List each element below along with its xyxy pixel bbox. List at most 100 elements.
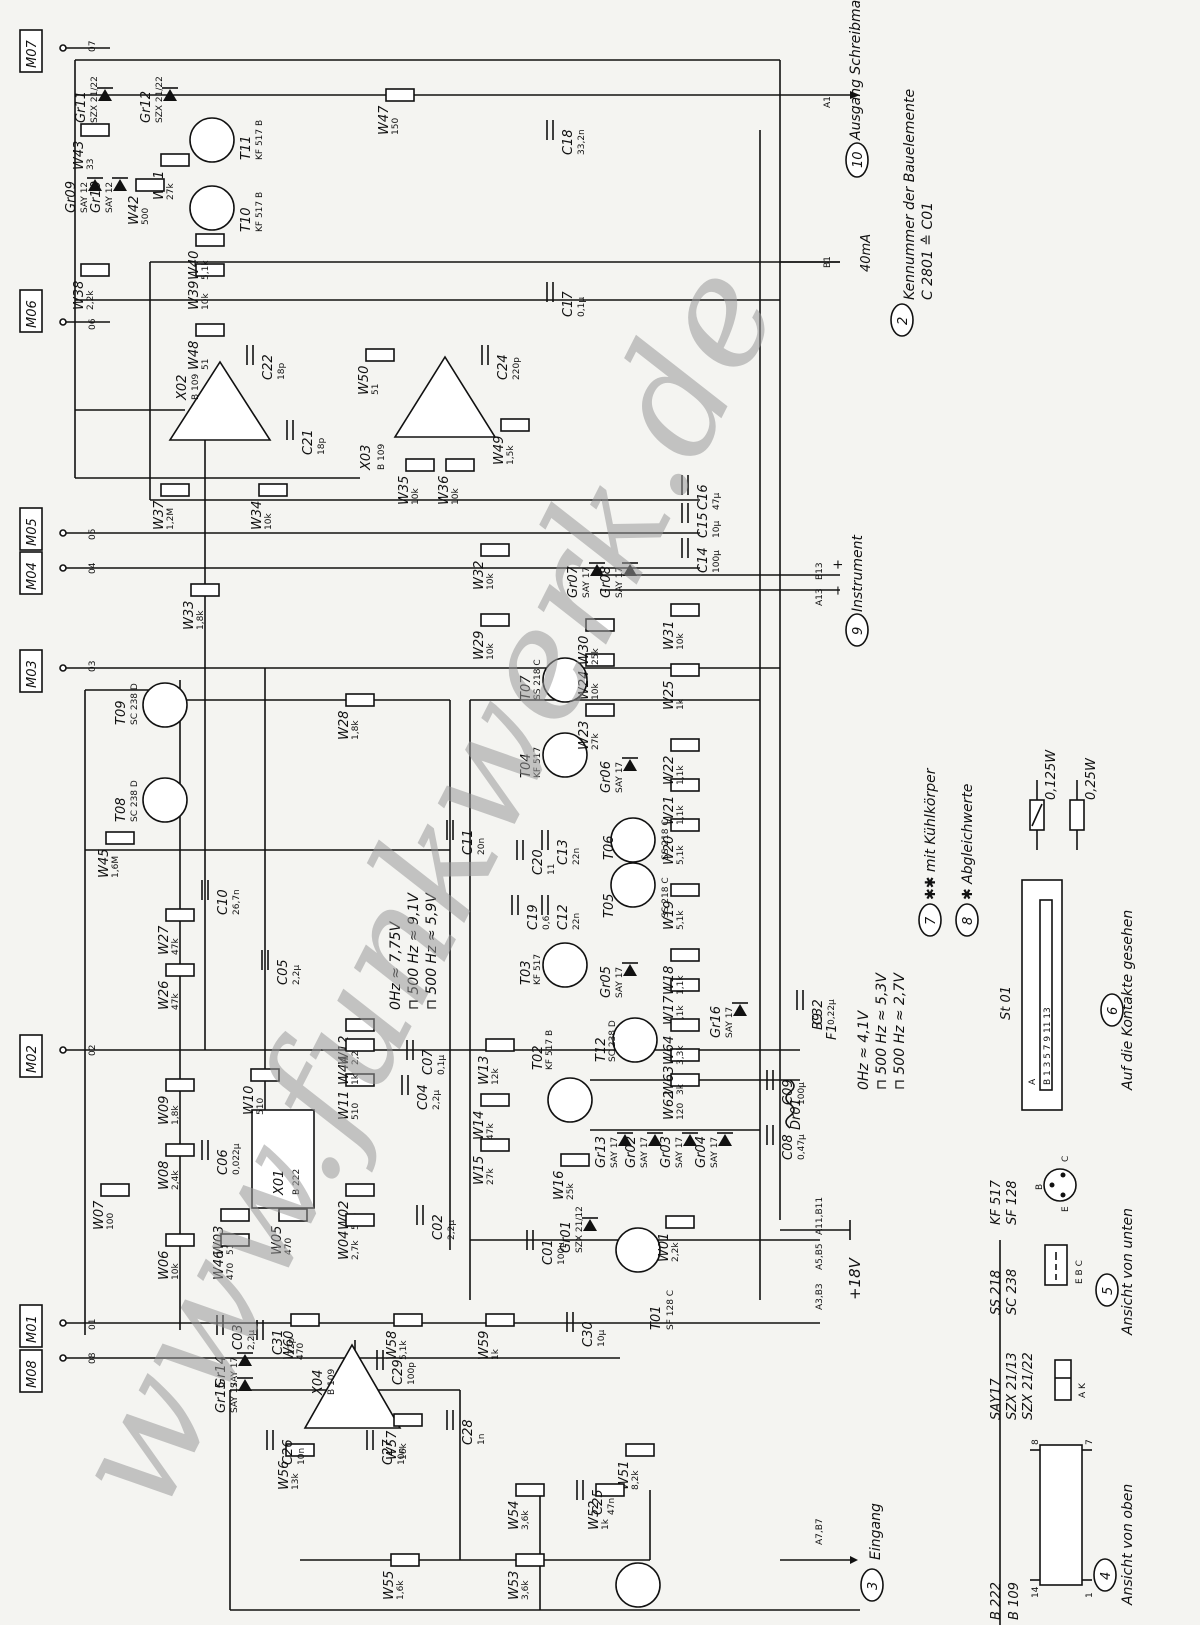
connector-label: M07	[25, 40, 40, 68]
ground-pins-1: A11,B11	[815, 1197, 825, 1235]
resistor-name: W57	[385, 1430, 400, 1460]
ic-type: B 222	[292, 1169, 302, 1195]
ic-type-1: B 222	[989, 1582, 1004, 1620]
svg-text:B: B	[1035, 1184, 1045, 1190]
diode-name: Gr01	[559, 1221, 574, 1253]
capacitor-name: C14	[696, 547, 711, 573]
resistor-name: W24	[577, 671, 592, 700]
resistor-name: W04	[337, 1231, 352, 1260]
resistor-name: W19	[662, 901, 677, 930]
capacitor-name: C18	[561, 129, 576, 155]
filter-label: F1	[825, 1024, 840, 1040]
connector-m07	[19, 29, 43, 73]
svg-text:T04: T04	[519, 754, 534, 778]
note-c2801: C 2801 ≙ C01	[920, 202, 936, 300]
resistor-value: 5,1k	[676, 845, 686, 865]
legend-r25: 0,25W	[1084, 757, 1099, 800]
capacitor-value: 47µ	[712, 493, 722, 510]
svg-text:KF 517 B: KF 517 B	[255, 192, 265, 232]
pin-label: 03	[88, 661, 98, 672]
svg-text:SC 238 D: SC 238 D	[608, 1020, 618, 1062]
resistor-value: 13k	[291, 1473, 301, 1490]
resistor-value: 10k	[486, 643, 496, 660]
capacitor-name: C24	[496, 354, 511, 380]
capacitor-name: C01	[541, 1239, 556, 1265]
resistor-name: W42	[127, 196, 142, 225]
svg-text:T11: T11	[239, 136, 254, 160]
capacitor-value: 26,7n	[232, 889, 242, 915]
transistor-t01	[615, 1562, 661, 1608]
note-num: 7	[924, 916, 939, 925]
capacitor-value: 20n	[477, 838, 487, 855]
level-bottom-3: ⊓ 500 Hz ≈ 2,7V	[892, 972, 908, 1090]
resistor-value: 12k	[491, 1068, 501, 1085]
capacitor-value: 0,47µ	[797, 1134, 807, 1160]
ic-x01: X01 B 222	[251, 1109, 315, 1209]
capacitor-value: 100µ	[797, 1082, 807, 1105]
resistor-value: 1,8k	[171, 1105, 181, 1125]
connector-m03	[19, 649, 43, 693]
resistor-value: 2,7k	[351, 1240, 361, 1260]
diode-type: SAY 17	[615, 967, 625, 998]
svg-text:8: 8	[1031, 1439, 1041, 1445]
st01-pins: B 1 3 5 7 9 11 13	[1043, 1007, 1053, 1085]
opamp-x02: X02 B 109	[168, 360, 272, 441]
resistor-name: W56	[277, 1461, 292, 1490]
diode-type-3: SZX 21/22	[1021, 1352, 1036, 1420]
ic-type: B 109	[191, 374, 201, 400]
svg-text:1: 1	[1085, 1592, 1095, 1598]
pin-label: 06	[88, 318, 98, 330]
resistor-value: 47k	[486, 1123, 496, 1140]
svg-text:T12: T12	[594, 1038, 609, 1062]
svg-text:T06: T06	[602, 836, 617, 860]
note-heatsink: ✱✱ mit Kühlkörper	[923, 767, 939, 900]
resistor-name: W13	[477, 1056, 492, 1085]
svg-text:SF 128 C: SF 128 C	[666, 1290, 676, 1330]
level-bottom-1: 0Hz ≈ 4,1V	[856, 1009, 872, 1090]
opamp-x03: X03 B 109	[359, 355, 497, 471]
resistor-name: W48	[187, 341, 202, 370]
diode-name: Gr06	[599, 761, 614, 793]
dip-package	[1039, 1444, 1083, 1586]
resistor-value: 510	[351, 1103, 361, 1120]
resistor-value: 2,2k	[671, 1242, 681, 1262]
a1-label: A1	[823, 96, 833, 108]
transistor-t02	[547, 1077, 593, 1123]
resistor-value: 1k	[676, 698, 686, 710]
capacitor-name: C27	[381, 1439, 396, 1465]
svg-text:A K: A K	[1078, 1382, 1088, 1398]
capacitor-value: 1n	[477, 1434, 487, 1445]
capacitor-name: C04	[416, 1084, 431, 1110]
a13-label: A13	[815, 588, 825, 606]
resistor-value: 2,2k	[86, 290, 96, 310]
diode-type: SAY 12	[80, 182, 90, 213]
level-top-1: 0Hz ≈ 7,75V	[388, 920, 404, 1010]
note-eingang: Eingang	[868, 1503, 884, 1560]
resistor-name: W62	[662, 1091, 677, 1120]
ic-type: B 109	[377, 444, 387, 470]
capacitor-name: C20	[531, 849, 546, 875]
resistor-value: 10k	[591, 683, 601, 700]
capacitor-name: C19	[526, 904, 541, 930]
resistor-value: 150	[391, 118, 401, 135]
resistor-value: 3,6k	[521, 1510, 531, 1530]
diode-name: Gr03	[659, 1136, 674, 1168]
